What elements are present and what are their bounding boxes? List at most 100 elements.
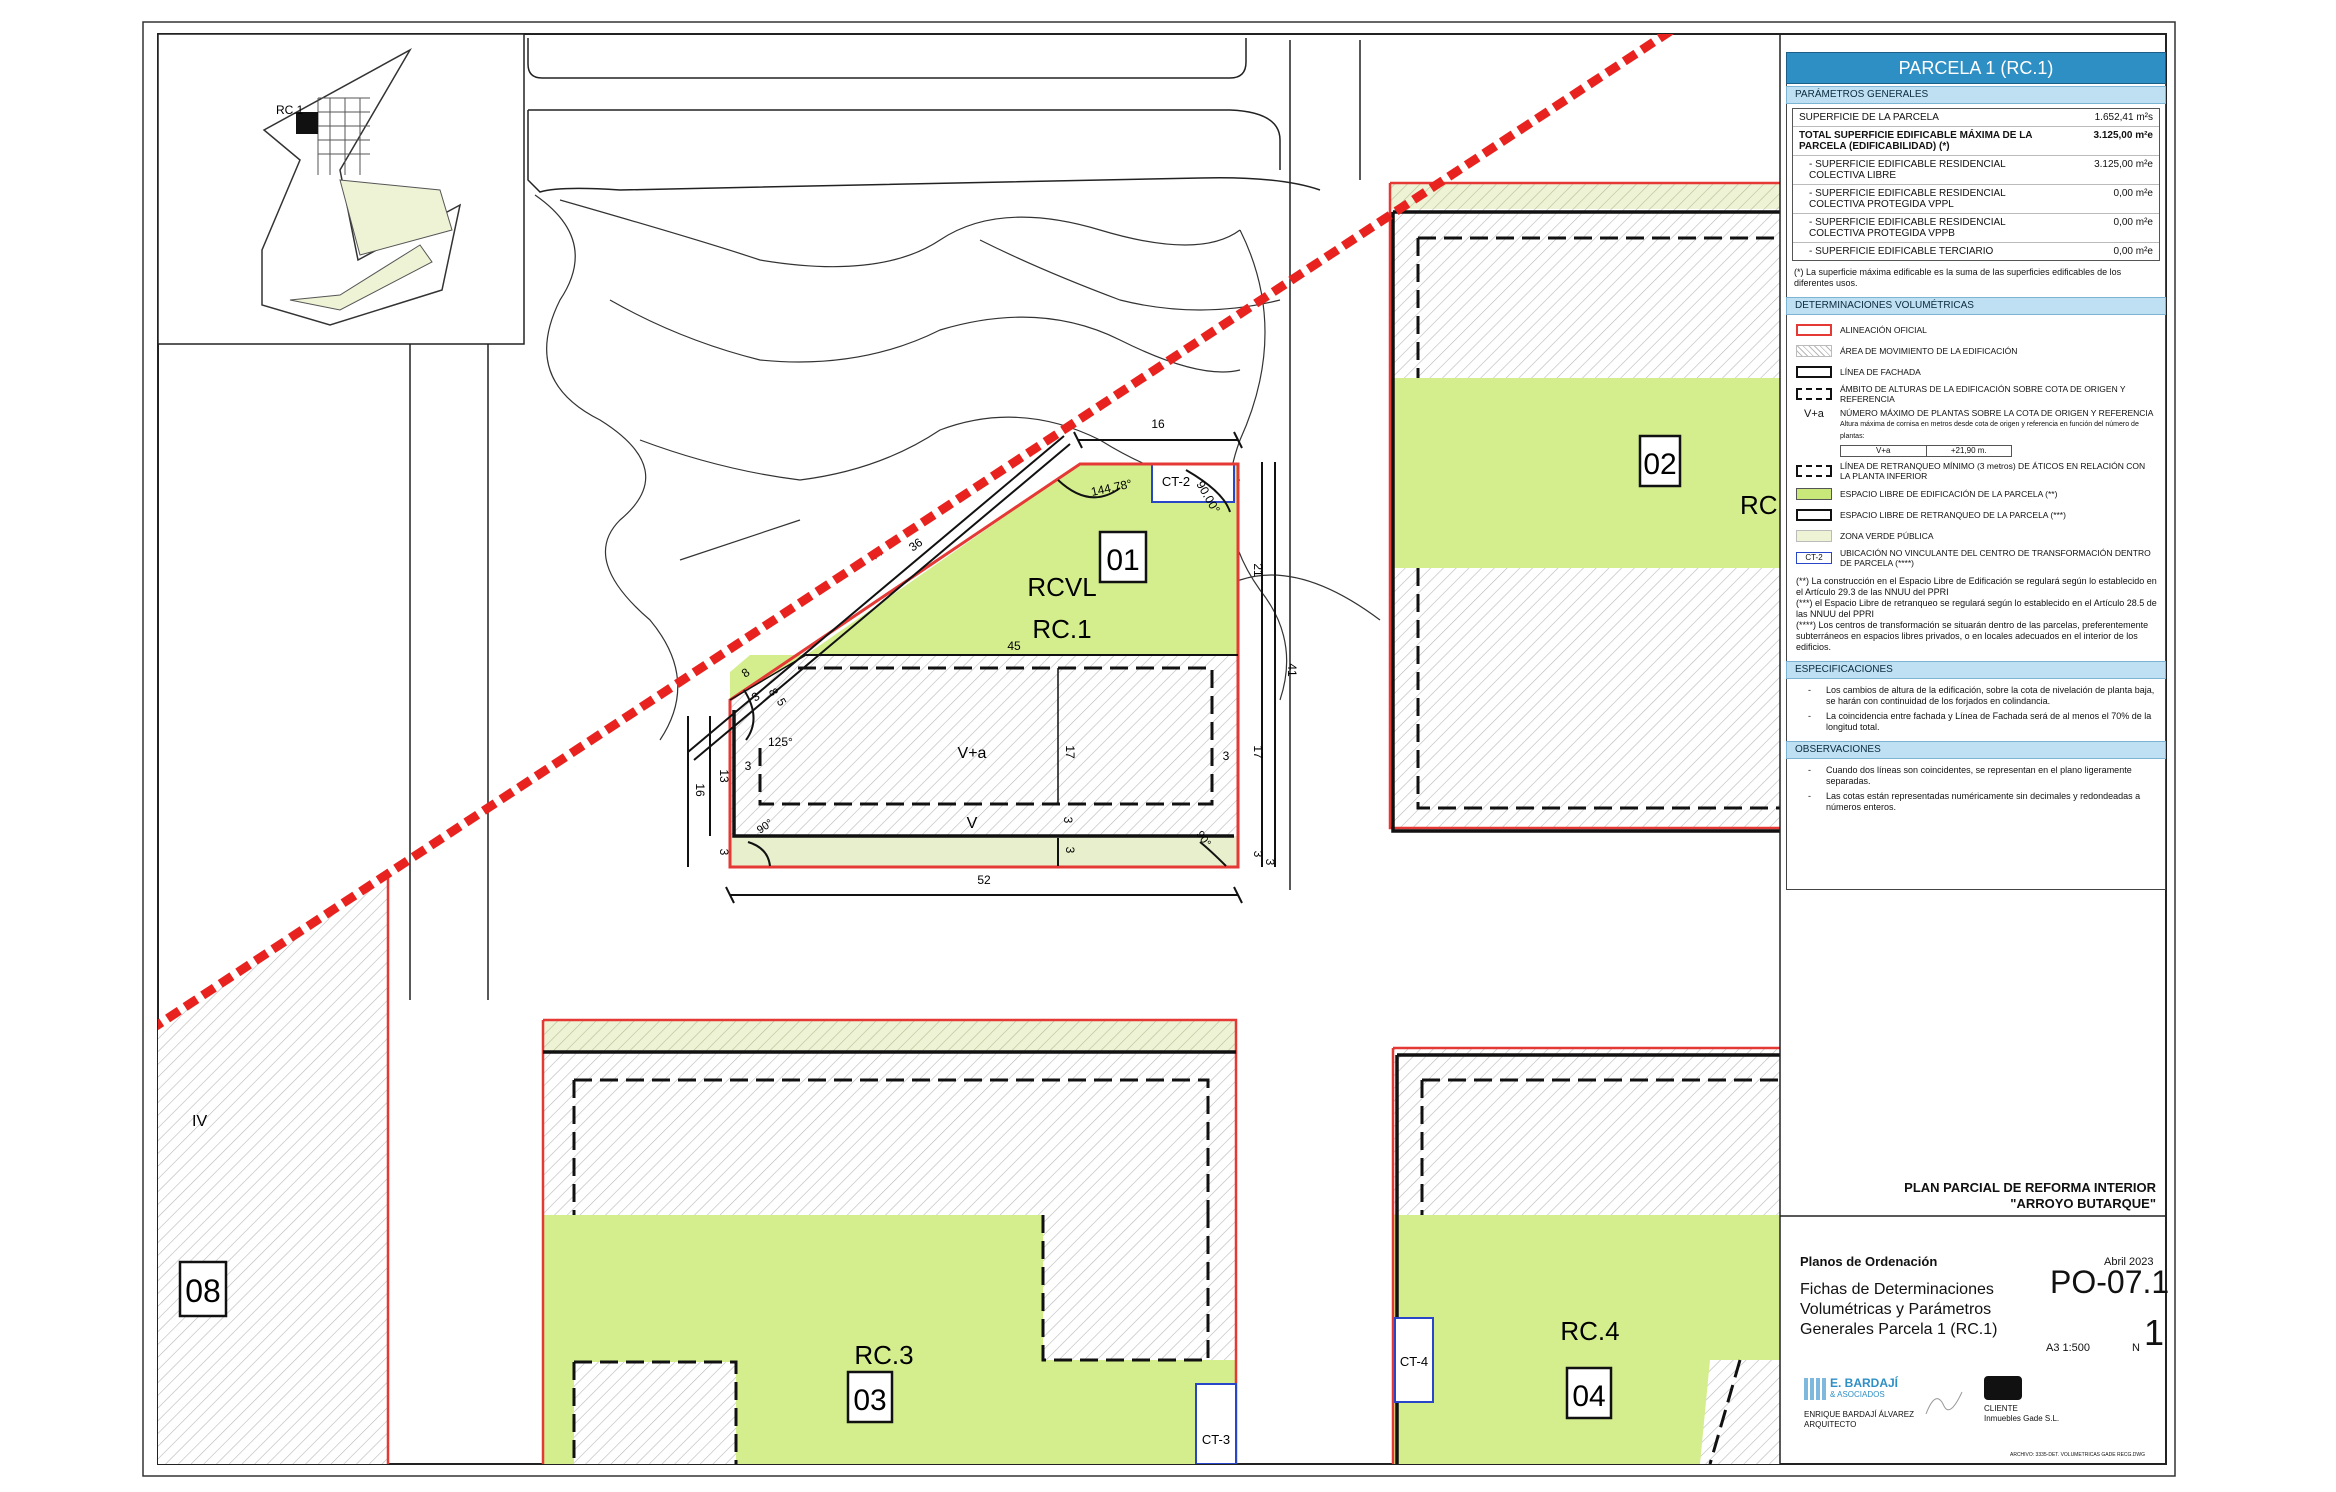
height-low: V xyxy=(967,815,978,832)
parcel-03-number-box xyxy=(846,1370,894,1424)
ct4-label: CT-4 xyxy=(1400,1354,1428,1369)
legend-item: V+a NÚMERO MÁXIMO DE PLANTAS SOBRE LA CO… xyxy=(1786,406,2166,459)
signature-icon xyxy=(1925,1391,1963,1415)
legend-item: ÁMBITO DE ALTURAS DE LA EDIFICACIÓN SOBR… xyxy=(1786,382,2166,406)
legend-item: LÍNEA DE FACHADA xyxy=(1786,361,2166,382)
client-name: Inmuebles Gade S.L. xyxy=(1984,1414,2060,1423)
dim-45: 45 xyxy=(1007,639,1021,653)
row-value: 0,00 m²e xyxy=(2113,217,2153,228)
row-label: - SUPERFICIE EDIFICABLE RESIDENCIAL COLE… xyxy=(1809,217,2006,239)
contour-lines xyxy=(534,194,1381,741)
key-map: RC.1 xyxy=(157,33,525,345)
architect-name: ENRIQUE BARDAJÍ ÁLVAREZ xyxy=(1804,1410,1914,1419)
parcel-sheet-title: PARCELA 1 (RC.1) xyxy=(1786,52,2166,84)
plantas-table: V+a +21,90 m. xyxy=(1840,445,2012,457)
parcel-08-heights: IV xyxy=(192,1113,207,1130)
dim-41: 41 xyxy=(1285,663,1299,677)
row-value: 0,00 m²e xyxy=(2113,246,2153,257)
legend-item: CT-2 UBICACIÓN NO VINCULANTE DEL CENTRO … xyxy=(1786,546,2166,570)
dim-17-right: 17 xyxy=(1251,745,1265,759)
parcel-01-use: RCVL xyxy=(1027,572,1096,602)
obs-item: Las cotas están representadas numéricame… xyxy=(1786,789,2166,815)
parcel-04-code: RC.4 xyxy=(1560,1316,1619,1346)
plantas-sub: Altura máxima de cornisa en metros desde… xyxy=(1840,421,2139,440)
vol-note: (**) La construcción en el Espacio Libre… xyxy=(1796,576,2157,597)
key-map-parcel-marker xyxy=(296,112,318,134)
surface-row: SUPERFICIE DE LA PARCELA 1.652,41 m²s xyxy=(1793,109,2159,127)
parcel-03[interactable]: RC.3 03 CT-3 xyxy=(541,1018,1238,1464)
architect-title: ARQUITECTO xyxy=(1804,1420,1857,1429)
legend-item: ESPACIO LIBRE DE EDIFICACIÓN DE LA PARCE… xyxy=(1786,483,2166,504)
ct4-box xyxy=(1394,1317,1434,1403)
description-line3: Generales Parcela 1 (RC.1) xyxy=(1800,1321,1998,1338)
parcel-04[interactable]: CT-4 RC.4 04 xyxy=(1391,1046,1800,1464)
parcel-01[interactable]: CT-2 RCVL RC.1 01 V+a V 144.78° 90.00° 1… xyxy=(728,462,1240,869)
obs-header: OBSERVACIONES xyxy=(1786,741,2166,759)
surface-label: SUPERFICIE DE LA PARCELA xyxy=(1799,112,1939,123)
legend-item: ÁREA DE MOVIMIENTO DE LA EDIFICACIÓN xyxy=(1786,340,2166,361)
plantas-table-a: V+a xyxy=(1841,446,1927,456)
retranqueo-swatch xyxy=(1796,465,1832,477)
parcel-03-code: RC.3 xyxy=(854,1340,913,1370)
map-area: 02 RC 08 IV RC.3 03 CT-3 xyxy=(158,34,1803,1464)
spec-header: ESPECIFICACIONES xyxy=(1786,661,2166,679)
legend-text: ÁREA DE MOVIMIENTO DE LA EDIFICACIÓN xyxy=(1840,345,2018,356)
legend-item: LÍNEA DE RETRANQUEO MÍNIMO (3 metros) DE… xyxy=(1786,459,2166,483)
ct-swatch: CT-2 xyxy=(1796,552,1832,564)
legend-text: LÍNEA DE FACHADA xyxy=(1840,366,1921,377)
parcel-04-number: 04 xyxy=(1572,1380,1605,1413)
description: Fichas de Determinaciones Volumétricas y… xyxy=(1800,1280,1997,1340)
legend-text: UBICACIÓN NO VINCULANTE DEL CENTRO DE TR… xyxy=(1840,548,2151,568)
alineacion-swatch xyxy=(1796,323,1832,336)
date-label: Abril 2023 xyxy=(2104,1256,2154,1268)
parcel-02-number: 02 xyxy=(1643,448,1676,481)
dim-3-right: 3 xyxy=(1251,851,1265,858)
dim-3-inner-b: 3 xyxy=(1061,817,1075,824)
libre-retr-swatch xyxy=(1796,508,1832,521)
legend-item: ESPACIO LIBRE DE RETRANQUEO DE LA PARCEL… xyxy=(1786,504,2166,525)
dim-3-bottom-mid: 3 xyxy=(1063,847,1077,854)
dim-3-left-bottom: 3 xyxy=(717,849,731,856)
params-header: PARÁMETROS GENERALES xyxy=(1786,86,2166,104)
dim-52: 52 xyxy=(977,873,991,887)
legend-text: LÍNEA DE RETRANQUEO MÍNIMO (3 metros) DE… xyxy=(1840,461,2146,481)
row-label: - SUPERFICIE EDIFICABLE RESIDENCIAL COLE… xyxy=(1809,188,2006,210)
parcel-02-code: RC xyxy=(1740,490,1778,520)
parcel-08[interactable]: 08 IV xyxy=(158,878,390,1464)
sheet-n-label: N xyxy=(2132,1342,2140,1354)
legend-item: ZONA VERDE PÚBLICA xyxy=(1786,525,2166,546)
dim-17-inner: 17 xyxy=(1063,745,1077,759)
spec-item: Los cambios de altura de la edificación,… xyxy=(1786,683,2166,709)
fachada-swatch xyxy=(1796,365,1832,378)
file-name: ARCHIVO: 3335-DET. VOLUMETRICAS GADE REC… xyxy=(2010,1452,2146,1458)
parcel-08-number: 08 xyxy=(185,1273,221,1309)
angle-arcs xyxy=(743,469,1231,867)
outer-frame xyxy=(142,21,2176,1477)
sheet-n-value: 1 xyxy=(2144,1312,2165,1353)
total-label: TOTAL SUPERFICIE EDIFICABLE MÁXIMA DE LA… xyxy=(1799,130,2033,152)
spec-list: Los cambios de altura de la edificación,… xyxy=(1786,679,2166,739)
total-row: TOTAL SUPERFICIE EDIFICABLE MÁXIMA DE LA… xyxy=(1793,127,2159,156)
row-label: - SUPERFICIE EDIFICABLE RESIDENCIAL COLE… xyxy=(1809,159,2006,181)
row-value: 3.125,00 m²e xyxy=(2094,159,2153,170)
total-value: 3.125,00 m²e xyxy=(2093,130,2154,141)
description-line1: Fichas de Determinaciones xyxy=(1800,1281,1994,1298)
legend-plantas-block: NÚMERO MÁXIMO DE PLANTAS SOBRE LA COTA D… xyxy=(1840,408,2156,457)
drawing-code: PO-07.1 xyxy=(2050,1264,2170,1300)
firm-name: E. BARDAJÍ xyxy=(1830,1376,1899,1390)
parcel-02[interactable]: 02 RC xyxy=(1388,181,1803,833)
legend-text: ESPACIO LIBRE DE RETRANQUEO DE LA PARCEL… xyxy=(1840,509,2066,520)
volumetric-header: DETERMINACIONES VOLUMÉTRICAS xyxy=(1786,297,2166,315)
parcel-02-number-box xyxy=(1638,434,1682,488)
legend-text: ZONA VERDE PÚBLICA xyxy=(1840,530,1934,541)
params-table: SUPERFICIE DE LA PARCELA 1.652,41 m²s TO… xyxy=(1792,108,2160,261)
legend-text: ESPACIO LIBRE DE EDIFICACIÓN DE LA PARCE… xyxy=(1840,488,2058,499)
architect: ENRIQUE BARDAJÍ ÁLVAREZ ARQUITECTO xyxy=(1804,1410,1914,1430)
legend-text: ALINEACIÓN OFICIAL xyxy=(1840,324,1927,335)
libre-edif-swatch xyxy=(1796,487,1832,500)
parcel-01-code: RC.1 xyxy=(1032,614,1091,644)
project-title-line2: "ARROYO BUTARQUE" xyxy=(2010,1196,2156,1211)
scale-label: A3 1:500 xyxy=(2046,1342,2091,1354)
dim-16-top: 16 xyxy=(1151,417,1165,431)
